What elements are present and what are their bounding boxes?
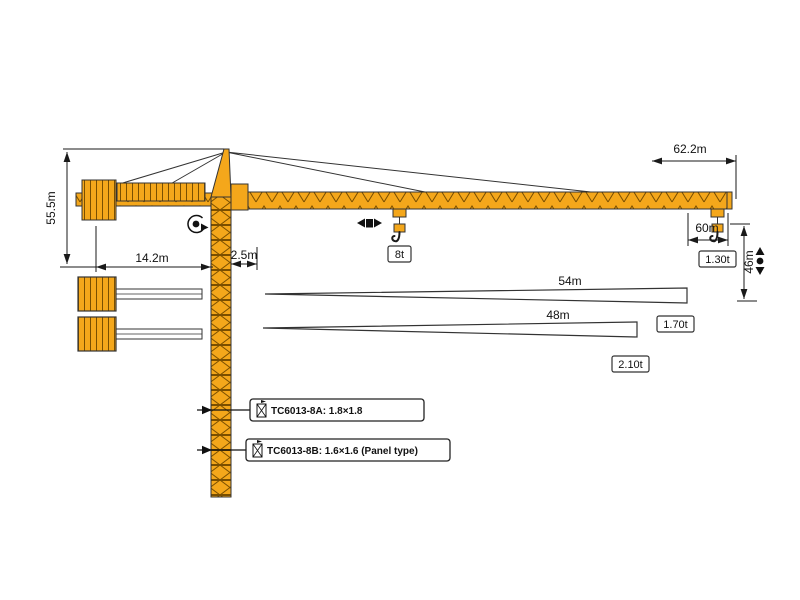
- dim-tower-offset: [231, 247, 258, 270]
- model-b-box: [245, 438, 451, 462]
- ballast-block: [77, 316, 117, 352]
- mast-section-icon: [252, 440, 263, 458]
- rated-load-box: [387, 245, 412, 263]
- dim-counter-jib: [95, 226, 211, 272]
- label-jib-total: 62.2m: [673, 142, 706, 156]
- trolley: [392, 208, 407, 218]
- label-tip-load: 1.30t: [705, 254, 729, 266]
- label-load-48: 2.10t: [618, 359, 642, 371]
- trolley-and-hook: [391, 208, 407, 243]
- trolley-travel-icon: [357, 218, 382, 228]
- label-working-radius: 60m: [695, 221, 718, 235]
- label-jib-54: 54m: [558, 274, 581, 288]
- model-b-callout: TC6013-8B: 1.6×1.6 (Panel type): [197, 438, 451, 462]
- dim-working-radius: [687, 213, 729, 246]
- hook-block: [393, 223, 406, 233]
- ballast-assembly-1: [77, 276, 203, 312]
- dim-jib-total: [652, 155, 737, 199]
- slew-icon: [187, 214, 209, 234]
- label-jib-48: 48m: [546, 308, 569, 322]
- jib-root-section: [230, 183, 249, 211]
- load-54-box: [656, 315, 695, 333]
- label-load-54: 1.70t: [663, 319, 687, 331]
- main-jib: [230, 191, 732, 210]
- label-model-b: TC6013-8B: 1.6×1.6 (Panel type): [267, 446, 418, 457]
- label-hook-height: 46m: [742, 250, 756, 273]
- hook-travel-icon: [755, 247, 765, 275]
- label-tower-offset: 2.5m: [231, 248, 258, 262]
- tower-mast: [210, 196, 232, 498]
- load-wedge-54m: [264, 287, 688, 304]
- leader-arrow-icon: [202, 445, 212, 455]
- dim-hook-height: [730, 223, 757, 302]
- label-total-height: 55.5m: [44, 191, 58, 224]
- jib-end-cap: [726, 191, 733, 210]
- tip-load-box: [698, 250, 737, 268]
- label-model-a: TC6013-8A: 1.8×1.8: [271, 406, 363, 417]
- model-a-callout: TC6013-8A: 1.8×1.8: [197, 398, 425, 422]
- label-rated-load: 8t: [395, 249, 404, 261]
- leader-arrow-icon: [202, 405, 212, 415]
- counterweight-block: [81, 179, 117, 221]
- load-wedge-48m: [262, 321, 638, 338]
- load-48-box: [611, 355, 650, 373]
- hook-icon: [391, 231, 401, 243]
- pendant-lines: [95, 151, 619, 196]
- tower-head: [210, 148, 232, 198]
- label-counter-jib: 14.2m: [135, 251, 168, 265]
- ballast-assembly-2: [77, 316, 203, 352]
- counterweight-slab-row: [116, 182, 206, 202]
- model-a-box: [249, 398, 425, 422]
- mast-section-icon: [256, 400, 267, 418]
- ballast-block: [77, 276, 117, 312]
